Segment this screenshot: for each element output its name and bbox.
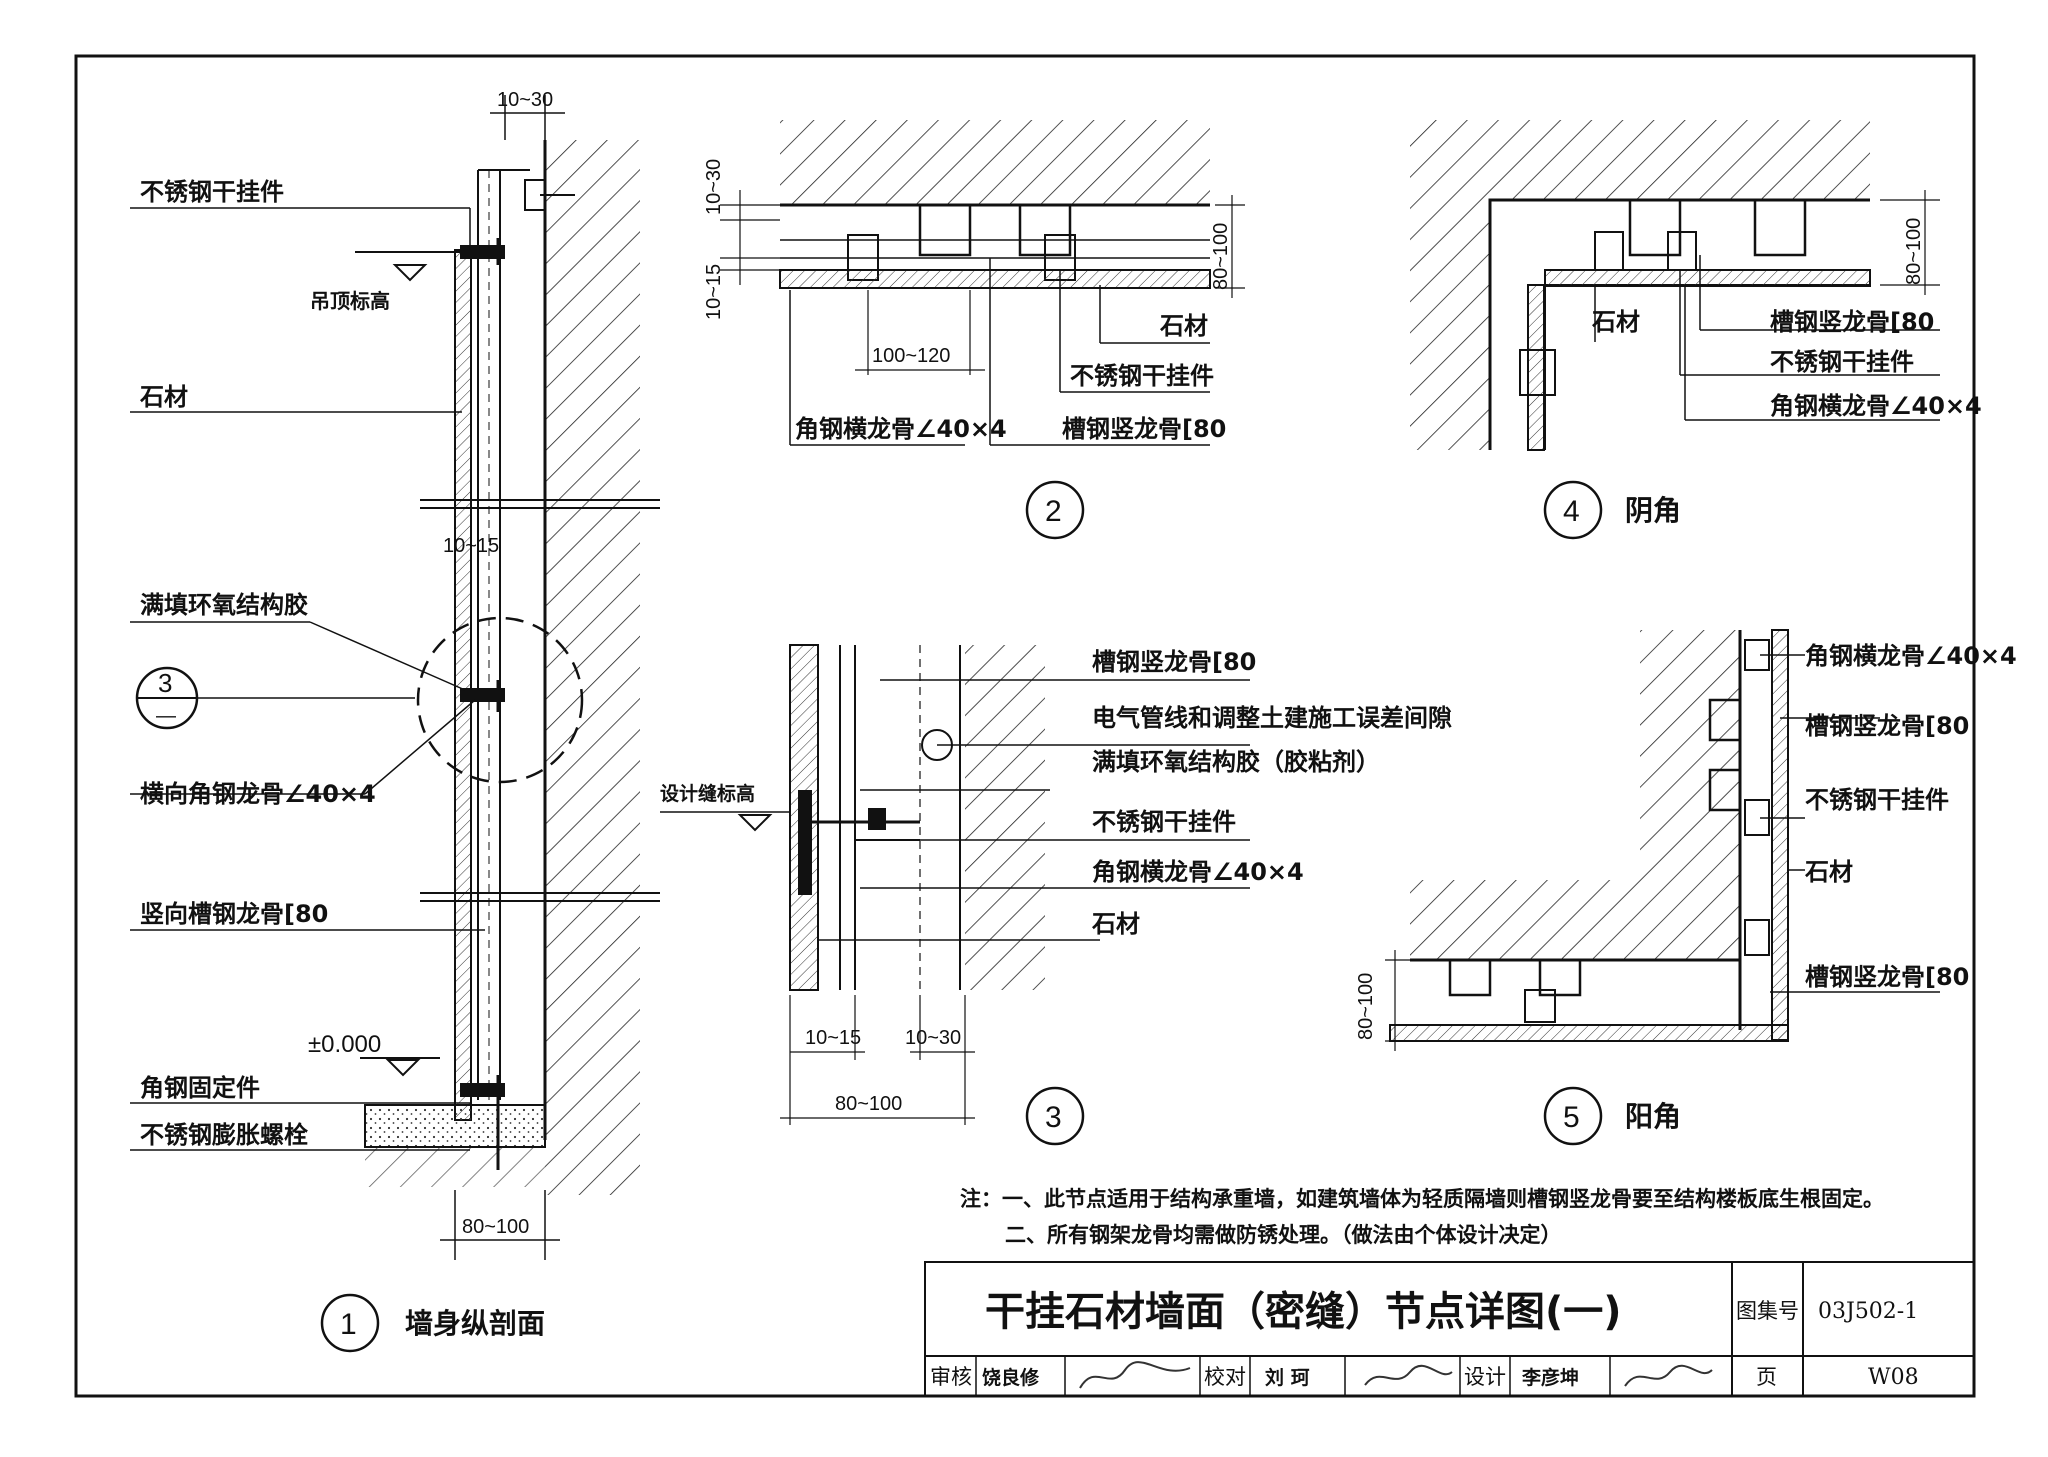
designer-name: 李彦坤 — [1521, 1366, 1579, 1389]
check-label: 校对 — [1204, 1365, 1246, 1389]
detail-4-inner-corner — [1410, 120, 1940, 540]
d4-caption: 阴角 — [1625, 494, 1681, 527]
d3-label-epoxy: 满填环氧结构胶（胶粘剂） — [1092, 748, 1380, 776]
note-2: 二、所有钢架龙骨均需做防锈处理。（做法由个体设计决定） — [1005, 1223, 1562, 1247]
d1-label-stone: 石材 — [139, 383, 188, 411]
d3-label-angle: 角钢横龙骨∠40×4 — [1092, 858, 1304, 886]
d1-dim-mid: 10~15 — [443, 535, 499, 557]
d5-label-stone: 石材 — [1804, 858, 1853, 886]
d4-label-stone: 石材 — [1591, 308, 1640, 336]
d1-dim-top: 10~30 — [497, 89, 553, 111]
notes: 注：一、此节点适用于结构承重墙，如建筑墙体为轻质隔墙则槽钢竖龙骨要至结构楼板底生… — [960, 1187, 1884, 1247]
detail-1-labels: 不锈钢干挂件 吊顶标高 石材 满填环氧结构胶 横向角钢龙骨∠40×4 竖向槽钢龙… — [139, 89, 553, 1341]
d3-label-hanger: 不锈钢干挂件 — [1092, 808, 1236, 836]
detail-5-labels: 角钢横龙骨∠40×4 槽钢竖龙骨[80 不锈钢干挂件 石材 槽钢竖龙骨[80 8… — [1355, 642, 2017, 1134]
atlas-label: 图集号 — [1736, 1299, 1799, 1323]
d1-caption: 墙身纵剖面 — [405, 1307, 545, 1340]
d1-elevation: ±0.000 — [308, 1031, 381, 1058]
d3-level-label: 设计缝标高 — [660, 782, 755, 805]
checker-signature — [1364, 1364, 1453, 1386]
d4-dim-depth: 80~100 — [1903, 218, 1925, 285]
detail-1-wall-section — [130, 95, 660, 1353]
d3-dim-depth: 80~100 — [835, 1093, 902, 1115]
d5-label-angle: 角钢横龙骨∠40×4 — [1805, 642, 2017, 670]
d3-label-stone: 石材 — [1091, 910, 1140, 938]
d5-label-channel-top: 槽钢竖龙骨[80 — [1805, 712, 1969, 740]
d1-label-angle-runner: 横向角钢龙骨∠40×4 — [140, 780, 376, 808]
d3-dim-gap: 10~30 — [905, 1027, 961, 1049]
reviewer-signature — [1079, 1361, 1191, 1389]
d1-label-epoxy: 满填环氧结构胶 — [140, 591, 308, 619]
designer-signature — [1624, 1364, 1713, 1387]
d1-label-angle-fixer: 角钢固定件 — [140, 1074, 260, 1102]
d5-caption-number: 5 — [1563, 1101, 1580, 1134]
d1-caption-number: 1 — [340, 1308, 357, 1341]
detail-2-labels: 石材 不锈钢干挂件 槽钢竖龙骨[80 角钢横龙骨∠40×4 10~30 10~1… — [703, 159, 1232, 528]
d5-label-channel-bottom: 槽钢竖龙骨[80 — [1805, 963, 1969, 991]
d3-label-gap: 电气管线和调整土建施工误差间隙 — [1092, 704, 1452, 732]
d1-label-channel-stud: 竖向槽钢龙骨[80 — [140, 900, 328, 928]
page-label: 页 — [1756, 1365, 1777, 1389]
d2-dim-depth: 80~100 — [1210, 223, 1232, 290]
d1-ref-number: 3 — [158, 668, 172, 698]
design-label: 设计 — [1464, 1365, 1506, 1389]
reviewer-name: 饶良修 — [982, 1366, 1040, 1389]
d5-dim-depth: 80~100 — [1355, 973, 1377, 1040]
title-block: 干挂石材墙面（密缝）节点详图(一) 图集号 03J502-1 页 W08 审核 … — [924, 1261, 1975, 1397]
detail-2-horizontal-section — [720, 120, 1245, 540]
d1-ref-sub: — — [156, 705, 176, 727]
detail-3-labels: 槽钢竖龙骨[80 电气管线和调整土建施工误差间隙 满填环氧结构胶（胶粘剂） 不锈… — [660, 648, 1452, 1134]
d2-label-stone: 石材 — [1159, 312, 1208, 340]
d2-label-channel: 槽钢竖龙骨[80 — [1062, 415, 1226, 443]
d4-label-angle: 角钢横龙骨∠40×4 — [1770, 392, 1982, 420]
detail-3-joint-section — [660, 644, 1250, 1146]
d4-label-hanger: 不锈钢干挂件 — [1770, 348, 1914, 376]
d1-dim-bottom: 80~100 — [462, 1216, 529, 1238]
d2-dim-spacing: 100~120 — [872, 345, 950, 367]
d3-dim-stone: 10~15 — [805, 1027, 861, 1049]
d2-label-hanger: 不锈钢干挂件 — [1070, 362, 1214, 390]
d2-label-angle: 角钢横龙骨∠40×4 — [795, 415, 1007, 443]
note-1: 注：一、此节点适用于结构承重墙，如建筑墙体为轻质隔墙则槽钢竖龙骨要至结构楼板底生… — [960, 1187, 1884, 1211]
review-label: 审核 — [930, 1365, 972, 1389]
d2-dim-top: 10~30 — [703, 159, 725, 215]
checker-name: 刘 珂 — [1265, 1366, 1310, 1389]
detail-5-outer-corner — [1385, 629, 1940, 1146]
d5-label-hanger: 不锈钢干挂件 — [1805, 786, 1949, 814]
d3-label-channel: 槽钢竖龙骨[80 — [1092, 648, 1256, 676]
page-number: W08 — [1868, 1365, 1919, 1390]
d4-caption-number: 4 — [1563, 495, 1580, 528]
d1-label-hanger: 不锈钢干挂件 — [140, 178, 284, 206]
d1-label-ceiling-level: 吊顶标高 — [310, 289, 390, 313]
detail-4-labels: 石材 槽钢竖龙骨[80 不锈钢干挂件 角钢横龙骨∠40×4 80~100 4 阴… — [1563, 218, 1982, 528]
d1-label-expansion-bolt: 不锈钢膨胀螺栓 — [140, 1121, 308, 1149]
sheet-title: 干挂石材墙面（密缝）节点详图(一) — [985, 1289, 1622, 1335]
d5-caption: 阳角 — [1625, 1100, 1681, 1133]
atlas-number: 03J502-1 — [1818, 1299, 1918, 1324]
d3-caption-number: 3 — [1045, 1101, 1062, 1134]
d4-label-channel: 槽钢竖龙骨[80 — [1770, 308, 1934, 336]
d2-caption-number: 2 — [1045, 495, 1062, 528]
d2-dim-stone: 10~15 — [703, 264, 725, 320]
